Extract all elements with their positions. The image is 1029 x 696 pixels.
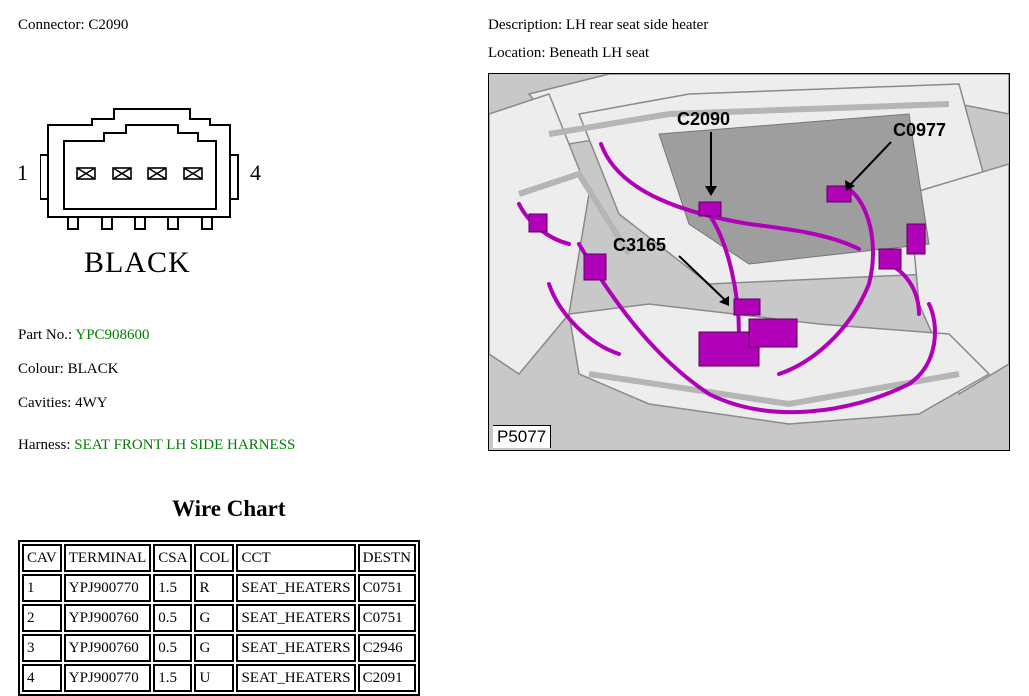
wire-chart-table: CAV TERMINAL CSA COL CCT DESTN 1 YPJ9007…	[18, 540, 420, 696]
cell-csa: 1.5	[153, 574, 193, 602]
location-value: Beneath LH seat	[549, 45, 650, 61]
cavities-label: Cavities:	[18, 395, 72, 411]
description-value: LH rear seat side heater	[565, 17, 709, 33]
table-row: 1 YPJ900770 1.5 R SEAT_HEATERS C0751	[22, 574, 416, 602]
description-line: Description: LH rear seat side heater	[488, 17, 708, 34]
part-number-line: Part No.: YPC908600	[18, 327, 150, 344]
callout-c2090: C2090	[677, 109, 730, 196]
cell-col: R	[194, 574, 235, 602]
col-header-csa: CSA	[153, 544, 193, 572]
colour-value: BLACK	[67, 361, 119, 377]
col-header-col: COL	[194, 544, 235, 572]
wire-chart-header-row: CAV TERMINAL CSA COL CCT DESTN	[22, 544, 416, 572]
cell-terminal: YPJ900770	[63, 664, 152, 692]
callout-c0977: C0977	[845, 120, 946, 191]
col-header-cct: CCT	[236, 544, 356, 572]
cell-cav: 4	[22, 664, 62, 692]
harness-line: Harness: SEAT FRONT LH SIDE HARNESS	[18, 437, 295, 454]
connector-colour-caption: BLACK	[84, 246, 191, 279]
description-label: Description:	[488, 17, 563, 33]
cavities-value: 4WY	[75, 395, 108, 411]
cell-terminal: YPJ900770	[63, 574, 152, 602]
cell-terminal: YPJ900760	[63, 634, 152, 662]
cavities-line: Cavities: 4WY	[18, 395, 108, 412]
callout-c3165: C3165	[613, 235, 729, 306]
cell-col: U	[194, 664, 235, 692]
cell-destn: C0751	[357, 604, 416, 632]
connector-line: Connector: C2090	[18, 17, 128, 34]
cell-csa: 0.5	[153, 604, 193, 632]
cell-cav: 2	[22, 604, 62, 632]
cell-cct: SEAT_HEATERS	[236, 664, 356, 692]
colour-label: Colour:	[18, 361, 64, 377]
cell-cct: SEAT_HEATERS	[236, 574, 356, 602]
terminal-cavities	[76, 167, 203, 180]
location-label: Location:	[488, 45, 546, 61]
col-header-cav: CAV	[22, 544, 62, 572]
pin-number-first: 1	[17, 160, 28, 185]
pin-number-last: 4	[250, 160, 261, 185]
cell-cct: SEAT_HEATERS	[236, 604, 356, 632]
seat-frame-drawing: C2090 C0977 C3165	[489, 74, 1009, 450]
col-header-destn: DESTN	[357, 544, 416, 572]
cell-destn: C0751	[357, 574, 416, 602]
callout-label: C3165	[613, 235, 666, 255]
wire-chart-title: Wire Chart	[172, 496, 286, 521]
cell-col: G	[194, 634, 235, 662]
cell-cav: 3	[22, 634, 62, 662]
callout-label: C2090	[677, 109, 730, 129]
cell-cav: 1	[22, 574, 62, 602]
cell-cct: SEAT_HEATERS	[236, 634, 356, 662]
harness-link[interactable]: SEAT FRONT LH SIDE HARNESS	[74, 437, 296, 453]
table-row: 2 YPJ900760 0.5 G SEAT_HEATERS C0751	[22, 604, 416, 632]
connector-id: C2090	[88, 17, 129, 33]
table-row: 3 YPJ900760 0.5 G SEAT_HEATERS C2946	[22, 634, 416, 662]
colour-line: Colour: BLACK	[18, 361, 118, 378]
connector-face-diagram	[40, 108, 239, 230]
cell-csa: 1.5	[153, 664, 193, 692]
cell-terminal: YPJ900760	[63, 604, 152, 632]
image-id-label: P5077	[493, 425, 552, 448]
cell-csa: 0.5	[153, 634, 193, 662]
harness-label: Harness:	[18, 437, 71, 453]
part-number-label: Part No.:	[18, 327, 73, 343]
connector-label: Connector:	[18, 17, 85, 33]
location-illustration: C2090 C0977 C3165 P5077	[488, 73, 1010, 451]
callout-label: C0977	[893, 120, 946, 140]
cell-col: G	[194, 604, 235, 632]
cell-destn: C2091	[357, 664, 416, 692]
part-number-link[interactable]: YPC908600	[75, 327, 150, 343]
location-line: Location: Beneath LH seat	[488, 45, 649, 62]
table-row: 4 YPJ900770 1.5 U SEAT_HEATERS C2091	[22, 664, 416, 692]
cell-destn: C2946	[357, 634, 416, 662]
col-header-terminal: TERMINAL	[63, 544, 152, 572]
